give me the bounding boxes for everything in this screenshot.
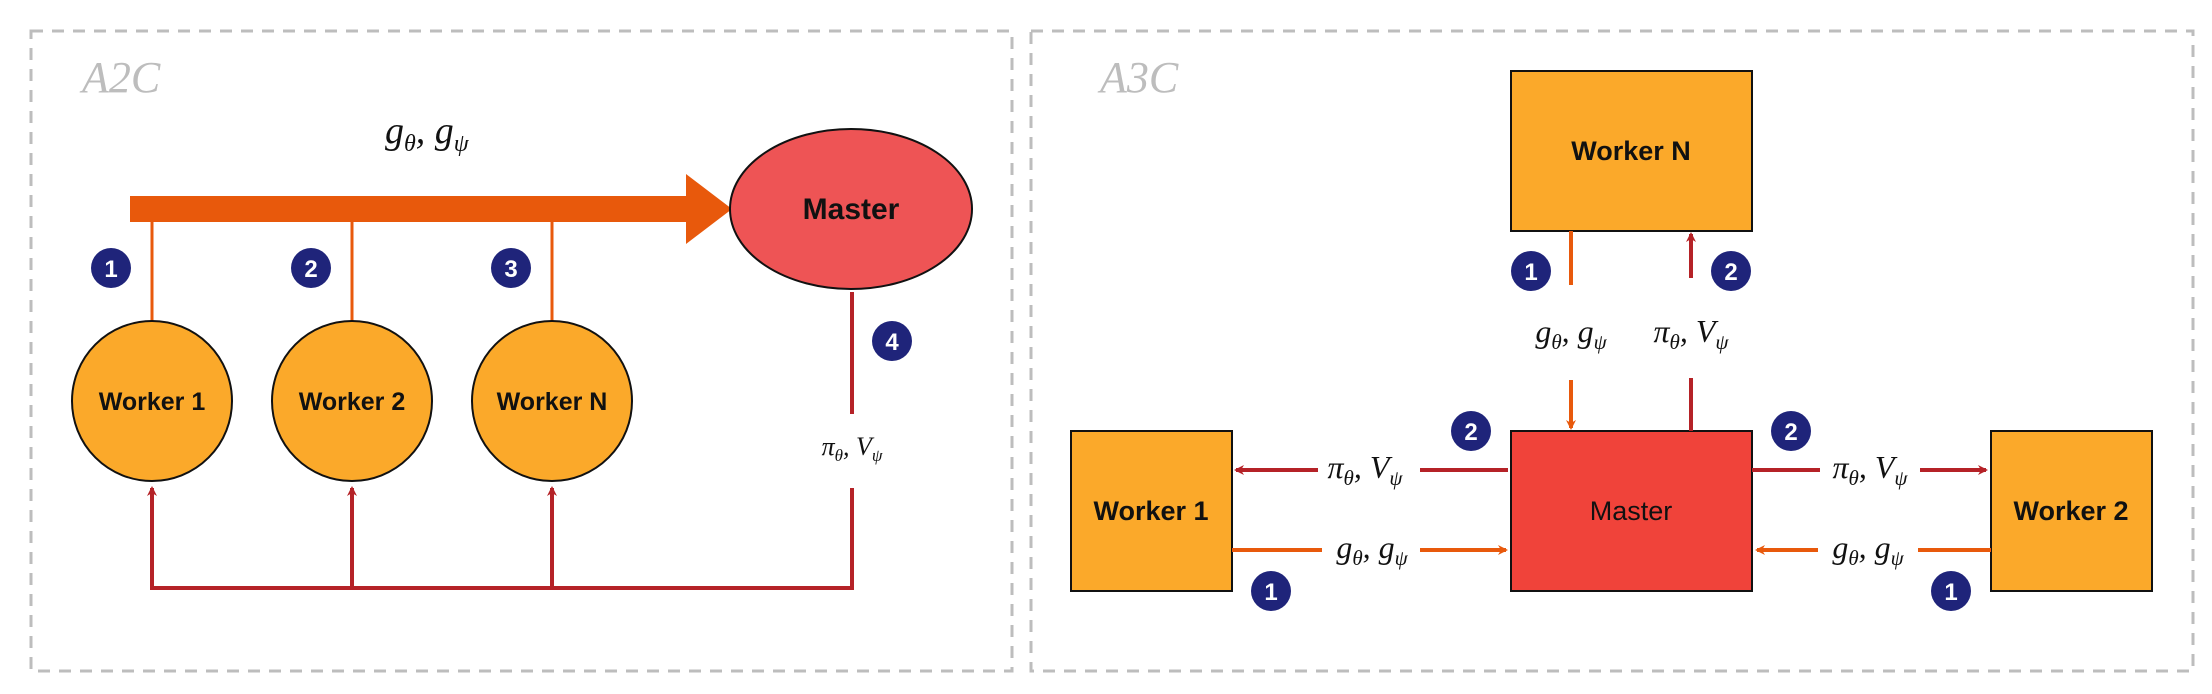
a2c-master-label: Master [803, 193, 900, 226]
a2c-worker-n-label: Worker N [497, 388, 608, 416]
a2c-gradient-bus-arrow [130, 174, 732, 244]
a3c-top-gradient-label: gθ, gψ [1535, 313, 1607, 354]
svg-text:2: 2 [304, 256, 317, 283]
a3c-right-gradient-label: gθ, gψ [1832, 529, 1904, 570]
a2c-worker-n-node: Worker N [471, 320, 633, 482]
a3c-step-badge-1-top: 1 [1511, 251, 1551, 291]
a3c-worker-n-label: Worker N [1571, 136, 1691, 166]
a3c-master-label: Master [1590, 496, 1673, 526]
a2c-gradient-label: gθ, gψ [385, 110, 470, 157]
a2c-step-badge-2: 2 [291, 248, 331, 288]
a3c-left-gradient-label: gθ, gψ [1336, 529, 1408, 570]
svg-text:2: 2 [1724, 259, 1737, 286]
a3c-step-badge-2-left: 2 [1451, 411, 1491, 451]
a2c-panel: A2C gθ, gψ Master πθ, Vψ [29, 29, 1014, 673]
a3c-panel: A3C Worker N Master Worker 1 Worker 2 gθ… [1029, 29, 2195, 673]
svg-text:3: 3 [504, 256, 517, 283]
a2c-step-badge-1: 1 [91, 248, 131, 288]
a3c-worker-2-node: Worker 2 [1990, 430, 2153, 592]
svg-text:1: 1 [1264, 579, 1277, 606]
a3c-title: A3C [1097, 53, 1179, 102]
a2c-worker-1-label: Worker 1 [99, 388, 206, 416]
a3c-step-badge-2-right: 2 [1771, 411, 1811, 451]
svg-text:4: 4 [885, 329, 899, 356]
a3c-left-policy-label: πθ, Vψ [1328, 449, 1404, 490]
svg-text:1: 1 [104, 256, 117, 283]
a2c-step-badge-3: 3 [491, 248, 531, 288]
a3c-worker-1-node: Worker 1 [1070, 430, 1233, 592]
a3c-right-policy-label: πθ, Vψ [1833, 449, 1909, 490]
a3c-worker-1-label: Worker 1 [1093, 496, 1208, 526]
svg-text:1: 1 [1944, 579, 1957, 606]
a3c-step-badge-1-left: 1 [1251, 571, 1291, 611]
a3c-master-node: Master [1510, 430, 1753, 592]
a2c-master-node: Master [729, 128, 973, 290]
a3c-worker-2-label: Worker 2 [2013, 496, 2128, 526]
a3c-step-badge-2-top: 2 [1711, 251, 1751, 291]
a2c-step-badge-4: 4 [872, 321, 912, 361]
a2c-policy-label: πθ, Vψ [822, 432, 883, 465]
a2c-worker-2-node: Worker 2 [271, 320, 433, 482]
svg-text:2: 2 [1784, 419, 1797, 446]
svg-text:1: 1 [1524, 259, 1537, 286]
a2c-worker-2-label: Worker 2 [299, 388, 406, 416]
svg-text:2: 2 [1464, 419, 1477, 446]
a2c-worker-1-node: Worker 1 [71, 320, 233, 482]
a2c-title: A2C [79, 53, 161, 102]
a3c-step-badge-1-right: 1 [1931, 571, 1971, 611]
a3c-worker-n-node: Worker N [1510, 70, 1753, 232]
a3c-top-policy-label: πθ, Vψ [1654, 313, 1730, 354]
